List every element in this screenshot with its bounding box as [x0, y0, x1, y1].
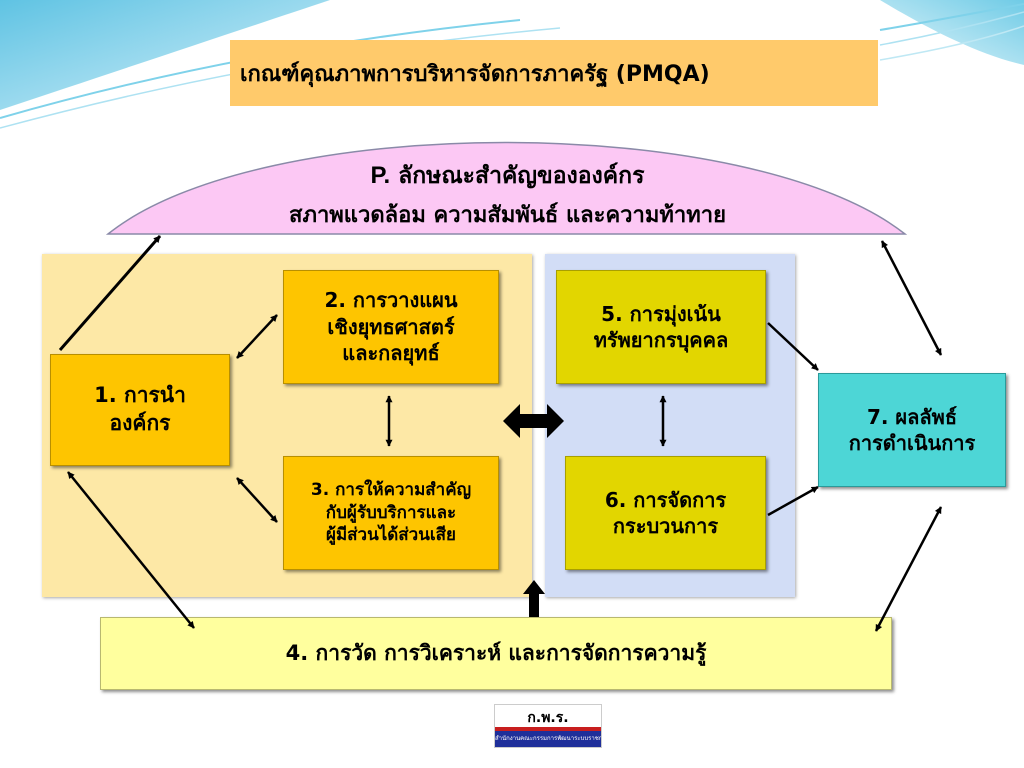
top-right-swoosh	[880, 0, 1024, 65]
top-left-swoosh	[0, 0, 330, 110]
box-customer-focus-line-2: กับผู้รับบริการและ	[325, 502, 457, 523]
logo-subtitle: สำนักงานคณะกรรมการพัฒนาระบบราชการ	[495, 735, 601, 742]
box-workforce-focus-line-1: 5. การมุ่งเน้น	[601, 301, 721, 326]
box-workforce-focus: 5. การมุ่งเน้น ทรัพยากรบุคคล	[556, 270, 766, 384]
box-strategic-planning-line-3: และกลยุทธ์	[342, 341, 440, 366]
kpr-logo: ก.พ.ร. สำนักงานคณะกรรมการพัฒนาระบบราชการ	[494, 704, 602, 748]
box-results-line-1: 7. ผลลัพธ์	[866, 404, 958, 429]
box-customer-focus-line-1: 3. การให้ความสำคัญ	[310, 480, 472, 501]
box-strategic-planning-line-2: เชิงยุทธศาสตร์	[327, 314, 455, 339]
box-customer-focus-line-3: ผู้มีส่วนได้ส่วนเสีย	[325, 525, 456, 546]
box-strategic-planning: 2. การวางแผน เชิงยุทธศาสตร์ และกลยุทธ์	[283, 270, 499, 384]
box-workforce-focus-line-2: ทรัพยากรบุคคล	[593, 328, 729, 352]
box-process-management-line-2: กระบวนการ	[612, 514, 719, 538]
title-bar: เกณฑ์คุณภาพการบริหารจัดการภาครัฐ (PMQA)	[230, 40, 878, 106]
box-leadership-line-2: องค์กร	[109, 411, 171, 435]
profile-prefix: P.	[370, 162, 391, 189]
box-strategic-planning-line-1: 2. การวางแผน	[324, 288, 458, 313]
box-measurement: 4. การวัด การวิเคราะห์ และการจัดการความร…	[100, 617, 892, 690]
box-customer-focus: 3. การให้ความสำคัญ กับผู้รับบริการและ ผู…	[283, 456, 499, 570]
profile-arch	[105, 141, 908, 235]
logo-text: ก.พ.ร.	[527, 710, 569, 726]
profile-title: ลักษณะสำคัญขององค์กร	[398, 163, 645, 189]
box-results: 7. ผลลัพธ์ การดำเนินการ	[818, 373, 1006, 487]
box-process-management-line-1: 6. การจัดการ	[604, 487, 727, 512]
box-leadership-line-1: 1. การนำ	[94, 383, 186, 408]
box-results-line-2: การดำเนินการ	[848, 431, 976, 455]
profile-line-1: P. ลักษณะสำคัญขององค์กร	[110, 158, 905, 194]
box-measurement-text: 4. การวัด การวิเคราะห์ และการจัดการความร…	[285, 640, 707, 665]
box-leadership: 1. การนำ องค์กร	[50, 354, 230, 466]
profile-line-2: สภาพแวดล้อม ความสัมพันธ์ และความท้าทาย	[289, 203, 726, 228]
box-process-management: 6. การจัดการ กระบวนการ	[565, 456, 766, 570]
page-title: เกณฑ์คุณภาพการบริหารจัดการภาครัฐ (PMQA)	[240, 61, 710, 87]
logo-band: สำนักงานคณะกรรมการพัฒนาระบบราชการ	[495, 731, 601, 747]
logo-red-stripe	[495, 727, 601, 731]
